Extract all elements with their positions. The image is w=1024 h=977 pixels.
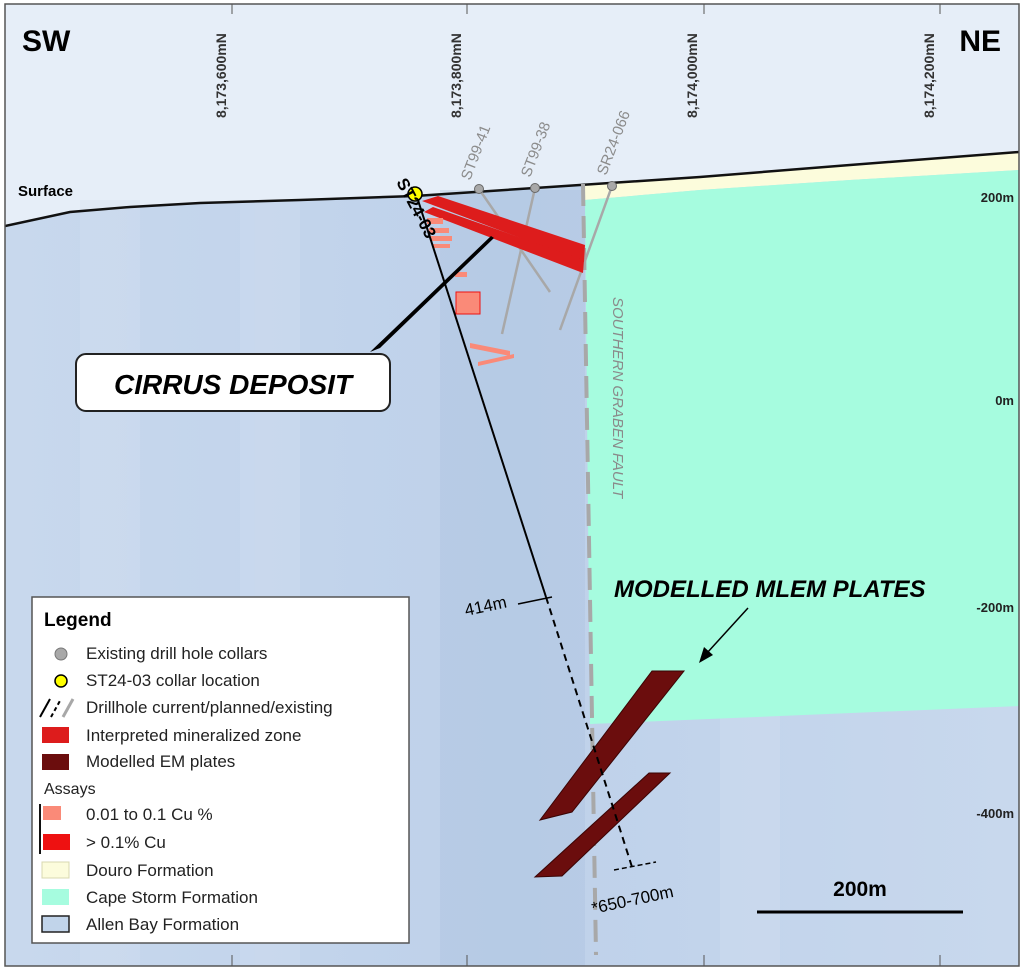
em-plate-lower: [533, 772, 672, 878]
deposit-callout-pointer: [370, 236, 494, 352]
elevation-label-200: 200m: [981, 190, 1014, 205]
red-swatch-icon: [42, 727, 69, 743]
compass-ne-label: NE: [959, 25, 1001, 58]
collar-sr24-066: [607, 181, 617, 191]
surface-line: [5, 150, 1019, 228]
legend-assay-high: > 0.1% Cu: [86, 833, 166, 852]
legend-item-existing-collars: Existing drill hole collars: [86, 644, 267, 663]
legend-item-mineralized: Interpreted mineralized zone: [86, 726, 301, 745]
legend: Legend Existing drill hole collars ST24-…: [31, 596, 410, 944]
douro-swatch-icon: [41, 861, 70, 879]
deposit-callout-box: [75, 353, 391, 412]
northing-label-1: 8,173,600mN: [213, 33, 229, 118]
mineralized-zone-upper: [422, 196, 585, 262]
northing-label-2: 8,173,800mN: [448, 33, 464, 118]
elevation-label-0: 0m: [995, 393, 1014, 408]
grid-ticks: [231, 4, 941, 966]
legend-title: Legend: [44, 610, 112, 631]
northing-label-4: 8,174,200mN: [921, 33, 937, 118]
douro-formation: [585, 152, 1019, 200]
assay-intervals: [427, 218, 514, 366]
mineralized-zone-lower: [424, 207, 584, 273]
deposit-callout-label: CIRRUS DEPOSIT: [114, 369, 355, 400]
scale-bar-label: 200m: [833, 878, 887, 901]
em-plate-upper: [538, 670, 686, 821]
collar-st24-03: [407, 186, 423, 202]
darkred-swatch-icon: [42, 754, 69, 770]
surface-label: Surface: [18, 183, 73, 200]
drillhole-sr24-066-trace: [558, 185, 614, 331]
allen-bay-swatch-icon: [41, 915, 70, 933]
assay-high-swatch-icon: [43, 834, 70, 850]
elevation-label-minus400: -400m: [976, 806, 1014, 821]
elevation-label-minus200: -200m: [976, 600, 1014, 615]
legend-douro: Douro Formation: [86, 861, 214, 880]
plates-label: MODELLED MLEM PLATES: [614, 576, 926, 603]
legend-cape-storm: Cape Storm Formation: [86, 888, 258, 907]
compass-sw-label: SW: [22, 25, 71, 58]
legend-item-st24-03-collar: ST24-03 collar location: [86, 671, 260, 690]
plates-arrow-head: [699, 647, 713, 663]
legend-assay-low: 0.01 to 0.1 Cu %: [86, 805, 213, 824]
collar-st99-41: [474, 184, 484, 194]
frame: [4, 3, 1020, 967]
drillhole-lines-icon: [39, 698, 75, 718]
fault-label: SOUTHERN GRABEN FAULT: [609, 297, 626, 500]
drillhole-st24-03-current: [415, 193, 547, 598]
grey-circle-icon: [54, 647, 68, 661]
legend-box: [31, 596, 410, 944]
depth-tick-414: [517, 596, 553, 605]
cape-storm-swatch-icon: [42, 889, 69, 905]
legend-item-drillholes: Drillhole current/planned/existing: [86, 698, 333, 717]
collar-st99-38: [530, 183, 540, 193]
legend-allen-bay: Allen Bay Formation: [86, 915, 239, 934]
yellow-circle-icon: [54, 674, 68, 688]
drillhole-st99-38-trace: [500, 187, 537, 335]
legend-item-em-plates: Modelled EM plates: [86, 752, 235, 771]
northing-label-3: 8,174,000mN: [684, 33, 700, 118]
plates-arrow-line: [706, 607, 749, 654]
depth-tick-650: [613, 861, 657, 871]
assay-low-swatch-icon: [43, 806, 61, 820]
cape-storm-formation: [585, 170, 1019, 724]
legend-assays-title: Assays: [44, 781, 96, 798]
